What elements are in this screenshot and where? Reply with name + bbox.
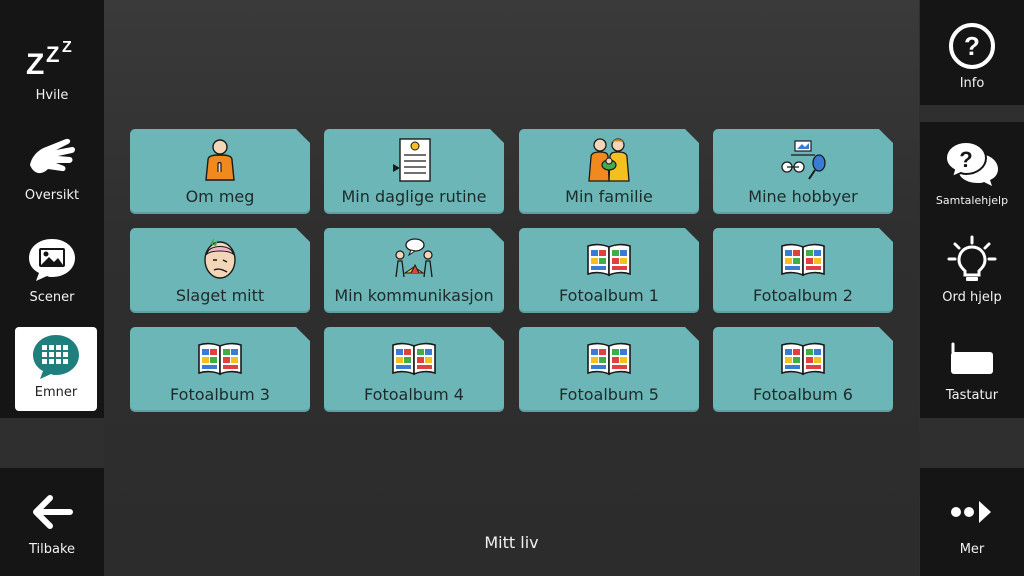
grid-bubble-icon bbox=[26, 333, 86, 381]
tile-label: Fotoalbum 4 bbox=[364, 385, 464, 404]
back-button[interactable]: Tilbake bbox=[0, 474, 104, 570]
rest-button[interactable]: Z Z Z Hvile bbox=[0, 20, 104, 116]
keyboard-icon bbox=[942, 334, 1002, 382]
tile-min-familie[interactable]: Min familie bbox=[519, 129, 699, 214]
overview-button[interactable]: Oversikt bbox=[0, 120, 104, 216]
tile-fotoalbum-3[interactable]: Fotoalbum 3 bbox=[130, 327, 310, 412]
scenes-label: Scener bbox=[29, 290, 75, 305]
tile-label: Min daglige rutine bbox=[341, 187, 487, 206]
word-help-button[interactable]: Ord hjelp bbox=[920, 222, 1024, 318]
tile-label: Mine hobbyer bbox=[748, 187, 858, 206]
more-label: Mer bbox=[959, 542, 985, 557]
photo-album-icon bbox=[713, 335, 893, 381]
svg-text:?: ? bbox=[964, 31, 980, 61]
tile-label: Fotoalbum 2 bbox=[753, 286, 853, 305]
right-panel-top bbox=[920, 0, 1024, 105]
photo-album-icon bbox=[130, 335, 310, 381]
dots-arrow-icon bbox=[942, 488, 1002, 536]
tile-min-daglige-rutine[interactable]: Min daglige rutine bbox=[324, 129, 504, 214]
conversation-help-label: Samtalehjelp bbox=[935, 194, 1009, 207]
communication-icon bbox=[324, 236, 504, 282]
tile-label: Slaget mitt bbox=[175, 286, 265, 305]
svg-text:Z: Z bbox=[46, 42, 59, 67]
tile-fotoalbum-1[interactable]: Fotoalbum 1 bbox=[519, 228, 699, 313]
lightbulb-icon bbox=[942, 235, 1002, 284]
photo-album-icon bbox=[324, 335, 504, 381]
tile-fotoalbum-5[interactable]: Fotoalbum 5 bbox=[519, 327, 699, 412]
tile-label: Min familie bbox=[565, 187, 653, 206]
topics-label: Emner bbox=[34, 385, 78, 400]
tile-label: Min kommunikasjon bbox=[334, 286, 494, 305]
tile-mine-hobbyer[interactable]: Mine hobbyer bbox=[713, 129, 893, 214]
tile-label: Fotoalbum 3 bbox=[170, 385, 270, 404]
family-icon bbox=[519, 137, 699, 183]
photo-album-icon bbox=[713, 236, 893, 282]
rest-label: Hvile bbox=[35, 88, 69, 103]
tile-label: Om meg bbox=[185, 187, 255, 206]
info-button[interactable]: ? Info bbox=[920, 8, 1024, 104]
photo-album-icon bbox=[519, 335, 699, 381]
overview-label: Oversikt bbox=[24, 188, 80, 203]
schedule-icon bbox=[324, 137, 504, 183]
word-help-label: Ord hjelp bbox=[942, 290, 1002, 305]
tile-fotoalbum-2[interactable]: Fotoalbum 2 bbox=[713, 228, 893, 313]
topics-button[interactable]: Emner bbox=[15, 327, 97, 411]
person-icon bbox=[130, 137, 310, 183]
tile-om-meg[interactable]: Om meg bbox=[130, 129, 310, 214]
more-button[interactable]: Mer bbox=[920, 474, 1024, 570]
conversation-help-button[interactable]: ? Samtalehjelp bbox=[920, 126, 1024, 222]
tile-min-kommunikasjon[interactable]: Min kommunikasjon bbox=[324, 228, 504, 313]
info-label: Info bbox=[959, 76, 985, 91]
page-title: Mitt liv bbox=[484, 533, 539, 552]
sleep-zzz-icon: Z Z Z bbox=[22, 34, 82, 82]
svg-text:?: ? bbox=[959, 147, 972, 172]
tile-label: Fotoalbum 1 bbox=[559, 286, 659, 305]
left-sidebar: Z Z Z Hvile Oversikt Scener bbox=[0, 0, 104, 576]
arrow-left-icon bbox=[22, 488, 82, 536]
tile-slaget-mitt[interactable]: Slaget mitt bbox=[130, 228, 310, 313]
question-bubbles-icon: ? bbox=[942, 140, 1002, 188]
right-sidebar: ? Info ? Samtalehjelp bbox=[920, 0, 1024, 576]
svg-text:Z: Z bbox=[26, 48, 44, 78]
scenes-button[interactable]: Scener bbox=[0, 222, 104, 318]
image-bubble-icon bbox=[22, 236, 82, 284]
tile-fotoalbum-6[interactable]: Fotoalbum 6 bbox=[713, 327, 893, 412]
tile-label: Fotoalbum 5 bbox=[559, 385, 659, 404]
tile-fotoalbum-4[interactable]: Fotoalbum 4 bbox=[324, 327, 504, 412]
stroke-head-icon bbox=[130, 236, 310, 282]
svg-text:Z: Z bbox=[62, 39, 72, 56]
keyboard-button[interactable]: Tastatur bbox=[920, 320, 1024, 416]
right-panel-bottom bbox=[920, 468, 1024, 576]
left-panel-bottom bbox=[0, 468, 104, 576]
keyboard-label: Tastatur bbox=[945, 388, 999, 403]
question-circle-icon: ? bbox=[942, 22, 1002, 70]
back-label: Tilbake bbox=[28, 542, 76, 557]
hand-icon bbox=[22, 134, 82, 182]
photo-album-icon bbox=[519, 236, 699, 282]
tile-label: Fotoalbum 6 bbox=[753, 385, 853, 404]
hobbies-icon bbox=[713, 137, 893, 183]
